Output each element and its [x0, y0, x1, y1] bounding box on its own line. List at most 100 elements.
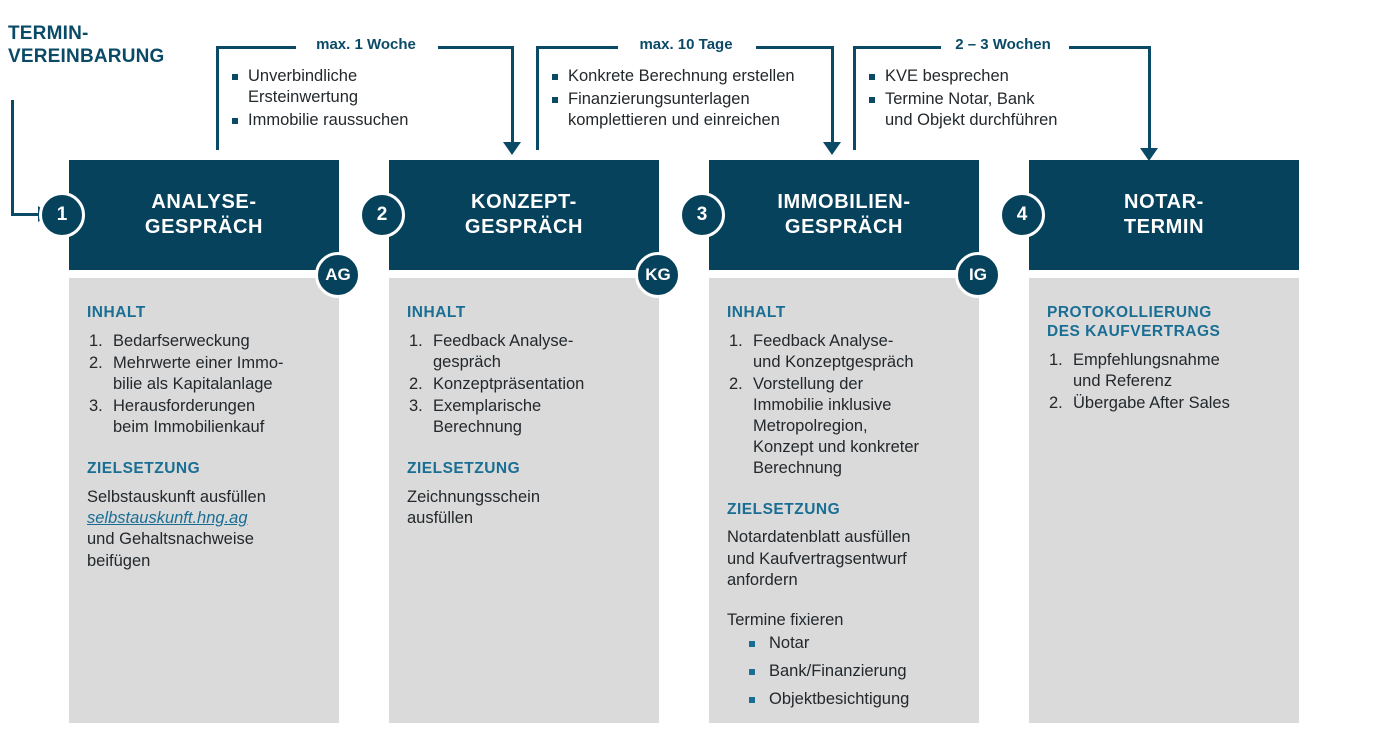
stage-title: NOTAR- TERMIN	[1123, 190, 1205, 238]
bracket-item-list: Unverbindliche Ersteinwertung Immobilie …	[232, 66, 502, 133]
bracket-right-edge	[511, 46, 514, 144]
entry-connector-vertical	[11, 100, 14, 216]
stage-title: IMMOBILIEN- GESPRÄCH	[777, 190, 911, 238]
bracket-list-item: Finanzierungsunterlagen komplettieren un…	[552, 89, 834, 131]
list-item: 2. Konzeptpräsentation	[409, 374, 641, 395]
list-item: 1.Empfehlungsnahme und Referenz	[1049, 350, 1281, 392]
list-text: Feedback Analyse- gespräch	[433, 331, 574, 371]
step-number-circle-1: 1	[39, 192, 85, 238]
section-heading-zielsetzung: ZIELSETZUNG	[727, 500, 841, 518]
list-item: 1. Feedback Analyse- gespräch	[409, 331, 641, 373]
list-ordinal: 3.	[409, 396, 423, 415]
stage-header-2: 2 KONZEPT- GESPRÄCH KG	[359, 160, 681, 298]
stage-column-4[interactable]: 4 NOTAR- TERMIN PROTOKOLLIERUNG DES KAUF…	[999, 160, 1299, 723]
bracket-list-item: KVE besprechen	[869, 66, 1149, 87]
list-ordinal: 2.	[729, 374, 743, 393]
list-item: 3. Exemplarische Berechnung	[409, 396, 641, 438]
bracket-title: 2 – 3 Wochen	[941, 36, 1065, 53]
list-ordinal: 1.	[89, 331, 103, 350]
stage-header-3: 3 IMMOBILIEN- GESPRÄCH IG	[679, 160, 1001, 298]
bracket-list-item: Termine Notar, Bank und Objekt durchführ…	[869, 89, 1149, 131]
goal-text-before: Notardatenblatt ausfüllen und Kaufvertra…	[727, 528, 911, 590]
stage-header-1: 1 ANALYSE- GESPRÄCH AG	[39, 160, 361, 298]
entry-connector-horizontal	[11, 213, 41, 216]
list-ordinal: 3.	[89, 396, 103, 415]
list-ordinal: 1.	[729, 331, 743, 350]
section-heading-zielsetzung: ZIELSETZUNG	[87, 459, 201, 477]
list-text: Feedback Analyse- und Konzeptgespräch	[753, 331, 914, 371]
list-ordinal: 2.	[409, 374, 423, 393]
bracket-top-left	[216, 46, 312, 49]
stage-badge-ig: IG	[955, 252, 1001, 298]
bracket-top-left	[536, 46, 632, 49]
list-item: 2. Mehrwerte einer Immo- bilie als Kapita…	[89, 353, 321, 395]
content-ordered-list: 1.Empfehlungsnahme und Referenz 2. Überga…	[1049, 350, 1281, 414]
stage-body-4: PROTOKOLLIERUNG DES KAUFVERTRAGS 1.Empfe…	[1029, 278, 1299, 723]
section-heading-inhalt: INHALT	[727, 304, 786, 321]
bracket-item-list: KVE besprechen Termine Notar, Bank und O…	[869, 66, 1149, 133]
goal-text-before: Selbstauskunft ausfüllen	[87, 487, 266, 506]
section-heading-protokollierung: PROTOKOLLIERUNG DES KAUFVERTRAGS	[1047, 304, 1221, 340]
list-text: Vorstellung der Immobilie inklusive Metr…	[753, 374, 920, 477]
list-ordinal: 2.	[1049, 393, 1063, 412]
content-ordered-list: 1.Feedback Analyse- und Konzeptgespräch …	[729, 331, 961, 479]
list-item: Bank/Finanzierung	[749, 661, 961, 682]
stage-badge-kg: KG	[635, 252, 681, 298]
section-heading-zielsetzung: ZIELSETZUNG	[407, 459, 521, 477]
entry-label: TERMIN- VEREINBARUNG	[8, 23, 165, 68]
stage-column-1[interactable]: 1 ANALYSE- GESPRÄCH AG INHALT 1. Bedarfse…	[39, 160, 361, 723]
list-ordinal: 2.	[89, 353, 103, 372]
list-ordinal: 1.	[409, 331, 423, 350]
step-number-circle-3: 3	[679, 192, 725, 238]
bracket-top-right	[438, 46, 514, 49]
stage-body-1: INHALT 1. Bedarfserweckung 2. Mehrwerte ei…	[69, 278, 339, 723]
list-text: Übergabe After Sales	[1073, 393, 1230, 412]
list-text: Mehrwerte einer Immo- bilie als Kapitala…	[113, 353, 284, 393]
list-item: 2. Übergabe After Sales	[1049, 393, 1281, 414]
list-text: Konzeptpräsentation	[433, 374, 585, 393]
appointments-list: Notar Bank/Finanzierung Objektbesichtigu…	[749, 633, 961, 710]
stage-header-4: 4 NOTAR- TERMIN	[999, 160, 1299, 270]
stage-body-3: INHALT 1. Feedback Analyse- und Konzeptge…	[709, 278, 979, 723]
stage-column-2[interactable]: 2 KONZEPT- GESPRÄCH KG INHALT 1.Feedback…	[359, 160, 681, 723]
bracket-left-edge	[536, 46, 539, 150]
bracket-list-item: Unverbindliche Ersteinwertung	[232, 66, 502, 108]
bracket-right-edge	[831, 46, 834, 144]
bracket-arrow-icon	[823, 142, 841, 155]
list-item: Notar	[749, 633, 961, 654]
goal-text-before: Zeichnungsschein ausfüllen	[407, 487, 540, 528]
appointments-intro: Termine fixieren	[727, 610, 844, 629]
selbstauskunft-link[interactable]: selbstauskunft.hng.ag	[87, 509, 248, 528]
list-item: 1. Bedarfserweckung	[89, 331, 321, 352]
bracket-arrow-icon	[1140, 148, 1158, 161]
section-heading-inhalt: INHALT	[87, 304, 146, 321]
stage-title: KONZEPT- GESPRÄCH	[464, 190, 584, 238]
content-ordered-list: 1. Bedarfserweckung 2. Mehrwerte einer Imm…	[89, 331, 321, 438]
stage-title: ANALYSE- GESPRÄCH	[144, 190, 264, 238]
list-text: Exemplarische Berechnung	[433, 396, 542, 436]
bracket-arrow-icon	[503, 142, 521, 155]
content-ordered-list: 1. Feedback Analyse- gespräch 2. Konzeptpr…	[409, 331, 641, 438]
list-item: 2. Vorstellung der Immobilie inklusive Me…	[729, 374, 961, 479]
bracket-left-edge	[216, 46, 219, 150]
step-number-circle-2: 2	[359, 192, 405, 238]
stage-badge-ag: AG	[315, 252, 361, 298]
stage-column-3[interactable]: 3 IMMOBILIEN- GESPRÄCH IG INHALT 1. Feedb…	[679, 160, 1001, 723]
bracket-title: max. 10 Tage	[618, 36, 754, 53]
goal-text-after: und Gehaltsnachweise beifügen	[87, 530, 254, 570]
bracket-top-left	[853, 46, 953, 49]
bracket-list-item: Konkrete Berechnung erstellen	[552, 66, 834, 87]
list-item: Objektbesichtigung	[749, 689, 961, 710]
bracket-item-list: Konkrete Berechnung erstellen Finanzieru…	[552, 66, 834, 133]
bracket-top-right	[756, 46, 834, 49]
list-item: 1. Feedback Analyse- und Konzeptgespräch	[729, 331, 961, 373]
bracket-top-right	[1069, 46, 1151, 49]
step-number-circle-4: 4	[999, 192, 1045, 238]
bracket-left-edge	[853, 46, 856, 150]
bracket-title: max. 1 Woche	[296, 36, 436, 53]
list-text: Herausforderungen beim Immobilienkauf	[113, 396, 265, 436]
list-ordinal: 1.	[1049, 350, 1063, 369]
stage-body-2: INHALT 1.Feedback Analyse- gespräch 2.Ko…	[389, 278, 659, 723]
list-text: Bedarfserweckung	[113, 331, 250, 350]
